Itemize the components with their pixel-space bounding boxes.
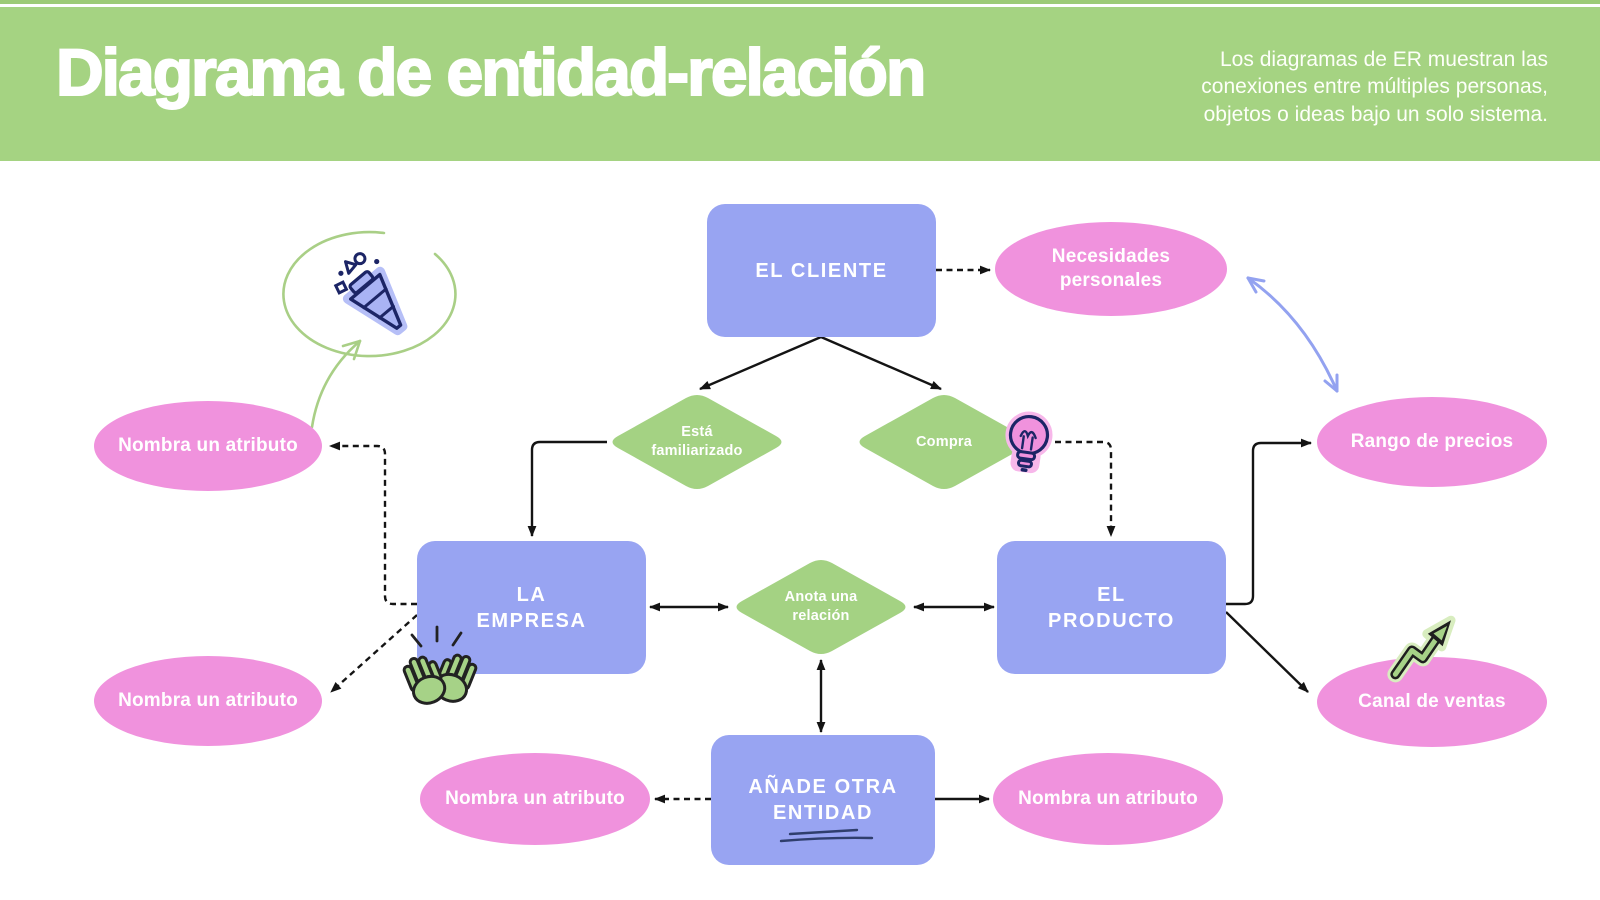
attribute-nombra-left-bottom-label: Nombra un atributo <box>118 690 298 712</box>
diamond-shape <box>736 560 906 654</box>
attribute-necesidades-personales[interactable]: Necesidades personales <box>995 222 1227 316</box>
entity-el-producto[interactable]: EL PRODUCTO <box>997 541 1226 674</box>
relationship-anota-label: Anota una <box>784 589 858 606</box>
connector-empresa-attr-top <box>329 441 417 606</box>
attribute-rango-de-precios[interactable]: Rango de precios <box>1317 397 1547 487</box>
entity-la-empresa[interactable]: LA EMPRESA <box>417 541 646 674</box>
entity-el-cliente-label: EL CLIENTE <box>755 259 888 282</box>
subtitle-line-2: conexiones entre múltiples personas, <box>1201 75 1548 99</box>
entity-anade-label-2: ENTIDAD <box>772 802 874 824</box>
attribute-nombra-bottom-left-label: Nombra un atributo <box>445 788 625 810</box>
attribute-necesidades-label-2: personales <box>1059 270 1163 291</box>
attribute-nombra-bottom-right[interactable]: Nombra un atributo <box>993 753 1223 845</box>
attribute-necesidades-label: Necesidades <box>1051 246 1171 268</box>
entity-anade-label: AÑADE OTRA <box>748 776 898 798</box>
green-loop-doodle[interactable] <box>282 230 457 358</box>
top-edge-strip <box>0 0 1600 4</box>
page-subtitle: Los diagramas de ER muestran las conexio… <box>1118 46 1548 128</box>
attribute-nombra-bottom-left[interactable]: Nombra un atributo <box>420 753 650 845</box>
attribute-nombra-left-bottom[interactable]: Nombra un atributo <box>94 656 322 746</box>
subtitle-line-1: Los diagramas de ER muestran las <box>1220 48 1548 71</box>
header-banner <box>0 7 1600 161</box>
attribute-nombra-left-top[interactable]: Nombra un atributo <box>94 401 322 491</box>
relationship-compra-label: Compra <box>916 433 972 450</box>
attribute-canal-label: Canal de ventas <box>1358 691 1506 713</box>
entity-la-empresa-label-2: EMPRESA <box>476 609 587 632</box>
attribute-nombra-left-top-label: Nombra un atributo <box>118 435 298 457</box>
relationship-anota-label-2: relación <box>792 608 850 624</box>
connector-esta-empresa <box>527 440 607 537</box>
relationship-esta-familiarizado[interactable]: Está familiarizado <box>607 392 787 492</box>
relationship-compra[interactable]: Compra <box>854 392 1034 492</box>
diamond-shape <box>859 395 1029 489</box>
attribute-canal-de-ventas[interactable]: Canal de ventas <box>1317 657 1547 747</box>
connector-producto-canal <box>1225 611 1309 693</box>
connector-cliente-esta <box>699 335 822 391</box>
subtitle-line-3: objetos o ideas bajo un solo sistema. <box>1203 102 1548 126</box>
green-arrow-doodle[interactable] <box>310 339 362 429</box>
relationship-anota-una-relacion[interactable]: Anota una relación <box>731 557 911 657</box>
entity-anade-otra-entidad[interactable]: AÑADE OTRA ENTIDAD <box>711 735 935 865</box>
page-title: Diagrama de entidad-relación <box>55 35 927 109</box>
entity-el-producto-label-2: PRODUCTO <box>1048 609 1175 632</box>
entity-el-cliente[interactable]: EL CLIENTE <box>707 204 936 337</box>
attribute-nombra-bottom-right-label: Nombra un atributo <box>1018 788 1198 810</box>
blue-double-arrow-doodle[interactable] <box>1246 276 1339 393</box>
connector-compra-producto <box>1034 440 1116 537</box>
party-popper-icon[interactable] <box>326 245 421 344</box>
entity-el-producto-label: EL <box>1097 583 1126 606</box>
diamond-shape <box>612 395 782 489</box>
connector-producto-rango <box>1226 438 1312 606</box>
connector-empresa-attr-bottom <box>330 614 418 693</box>
relationship-esta-label: Está <box>681 424 713 441</box>
connector-cliente-compra <box>820 335 942 391</box>
entity-la-empresa-label: LA <box>516 583 547 606</box>
relationship-esta-label-2: familiarizado <box>651 443 743 459</box>
attribute-rango-label: Rango de precios <box>1350 431 1514 453</box>
